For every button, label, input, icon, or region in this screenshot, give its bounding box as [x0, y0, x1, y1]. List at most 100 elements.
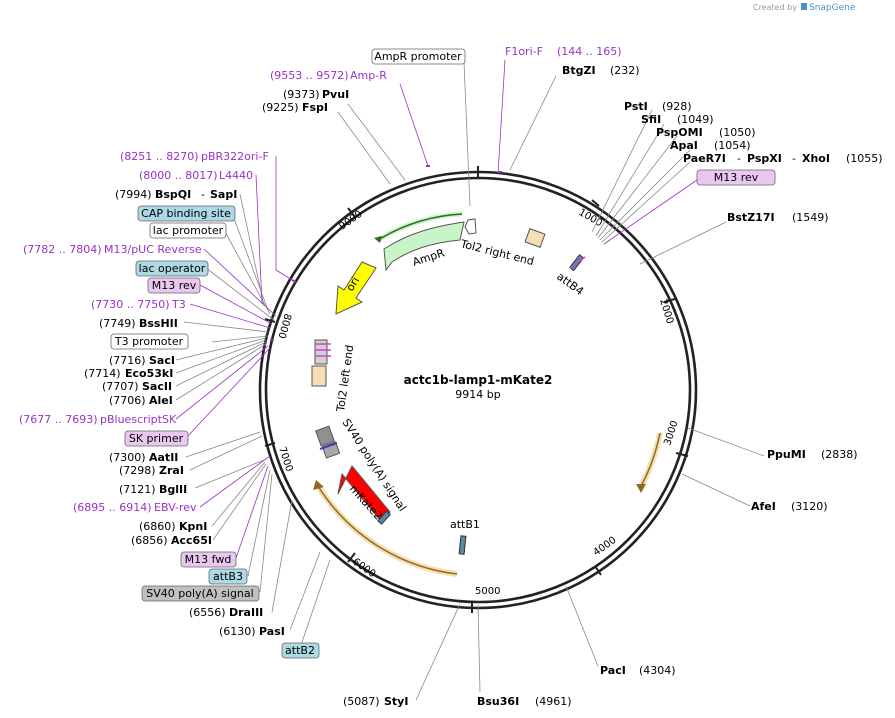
tick-9000	[347, 207, 356, 218]
t3-range: (7730 .. 7750)	[91, 298, 170, 311]
leader-fspi	[337, 111, 391, 185]
leader-pspomi	[597, 135, 678, 239]
leader-paci	[565, 585, 599, 667]
t3promoter-text: T3 promoter	[114, 335, 184, 348]
dash-2: -	[792, 152, 796, 165]
acc65i-name: Acc65I	[171, 534, 212, 547]
leader-ebv	[199, 455, 271, 508]
mkate2-attb-icon	[377, 510, 391, 525]
pbr322-name: pBR322ori-F	[201, 150, 269, 163]
ebv-name: EBV-rev	[154, 501, 197, 514]
primer-marks	[270, 165, 502, 341]
pbluescript-name: pBluescriptSK	[100, 413, 177, 426]
tick-4000	[594, 565, 602, 576]
leader-kpni	[211, 461, 266, 527]
m13puc-name: M13/pUC Reverse	[104, 243, 202, 256]
ampr-range: (9553 .. 9572)	[270, 69, 349, 82]
paci-name: PacI	[600, 664, 626, 677]
lacoperator-text: lac operator	[139, 262, 206, 275]
feature-attb4: attB4	[554, 254, 586, 298]
bsu36i-name: Bsu36I	[477, 695, 519, 708]
afei-name: AfeI	[751, 500, 776, 513]
labels-right: F1ori-F (144 .. 165) BtgZI (232) PstI (9…	[477, 45, 883, 708]
tick-label-2000: 2000	[657, 298, 675, 326]
pbr322-range: (8251 .. 8270)	[120, 150, 199, 163]
paer7i-name: PaeR7I	[683, 152, 726, 165]
leader-attb2	[299, 559, 331, 649]
pspxi-name: PspXI	[747, 152, 782, 165]
orf-arc-bottom-arrow-icon	[313, 480, 324, 490]
leader-sacii	[175, 341, 267, 387]
feature-tol2-left: Tol2 left end	[311, 339, 356, 413]
orf-arc-ampr-arrow-icon	[374, 236, 382, 243]
zrai-name: ZraI	[159, 464, 184, 477]
orf-arc-bottom-line	[317, 485, 458, 575]
apai-pos: (1054)	[714, 139, 751, 152]
l4440-range: (8000 .. 8017)	[139, 169, 218, 182]
feature-ori-label: ori	[344, 275, 363, 294]
map-title: actc1b-lamp1-mKate2	[404, 373, 553, 387]
eco53ki-name: Eco53kI	[125, 367, 173, 380]
tick-8000	[264, 318, 276, 323]
orf-arc-ampr-line	[377, 213, 463, 241]
sacii-name: SacII	[142, 380, 172, 393]
skprimer-text: SK primer	[129, 432, 184, 445]
ampr-promoter-text: AmpR promoter	[374, 50, 462, 63]
credit-prefix: Created by	[753, 3, 797, 12]
leader-ppumi	[687, 427, 765, 457]
tick-1000	[591, 199, 600, 207]
t3-name: T3	[171, 298, 186, 311]
kpni-pos: (6860)	[139, 520, 176, 533]
dash-3: -	[201, 188, 205, 201]
bspqi-pos: (7994)	[115, 188, 152, 201]
labels-left: AmpR promoter (9553 .. 9572) Amp-R (9373…	[19, 48, 466, 708]
apai-name: ApaI	[670, 139, 698, 152]
cap-box: CAP binding site	[137, 205, 236, 222]
map-center: actc1b-lamp1-mKate2 9914 bp	[404, 373, 553, 401]
tick-marks	[264, 166, 689, 613]
leader-pbluescript	[175, 345, 269, 420]
leader-sfii	[595, 123, 665, 237]
bglii-pos: (7121)	[119, 483, 156, 496]
bglii-name: BglII	[159, 483, 187, 496]
leader-xhoi	[601, 161, 691, 243]
bspqi-name: BspQI	[155, 188, 191, 201]
sv40-box-text: SV40 poly(A) signal	[146, 587, 253, 600]
leader-ampr-promoter	[463, 61, 471, 207]
pvui-name: PvuI	[322, 88, 349, 101]
orf-arc-right	[637, 432, 663, 490]
leader-afei	[681, 473, 751, 507]
feature-attb4-label: attB4	[554, 270, 586, 298]
leader-cap	[231, 212, 269, 311]
pbr322-mark	[291, 279, 297, 283]
pspomi-pos: (1050)	[719, 126, 756, 139]
leader-attb3	[247, 469, 271, 577]
leader-bstz17i	[639, 221, 727, 265]
pspomi-name: PspOMI	[656, 126, 703, 139]
leader-bspqi	[239, 193, 265, 307]
feature-attb1-label: attB1	[450, 518, 480, 531]
xhoi-name: XhoI	[802, 152, 830, 165]
m13fwd-text: M13 fwd	[185, 553, 232, 566]
tick-label-4000: 4000	[591, 535, 618, 559]
styi-pos: (5087)	[343, 695, 380, 708]
styi-name: StyI	[384, 695, 408, 708]
psti-pos: (928)	[662, 100, 692, 113]
l4440-name: L4440	[219, 169, 253, 182]
paci-pos: (4304)	[639, 664, 676, 677]
orf-arc-right-arrow-icon	[636, 484, 646, 493]
btgzi-name: BtgZI	[562, 64, 596, 77]
leader-f1ori	[497, 59, 506, 175]
dash-1: -	[737, 152, 741, 165]
leader-styi	[415, 603, 461, 701]
bstz17i-pos: (1549)	[792, 211, 829, 224]
feature-tol2-right: Tol2 right end	[458, 218, 546, 268]
orf-arcs	[313, 211, 663, 577]
attb3-text: attB3	[213, 570, 243, 583]
lacpromoter-box: lac promoter	[149, 222, 227, 239]
leader-bsu36i	[477, 604, 481, 693]
tick-7000	[264, 442, 276, 447]
pvui-pos: (9373)	[283, 88, 320, 101]
leader-saci	[175, 337, 267, 361]
m13rev-right-box: M13 rev	[696, 169, 776, 186]
